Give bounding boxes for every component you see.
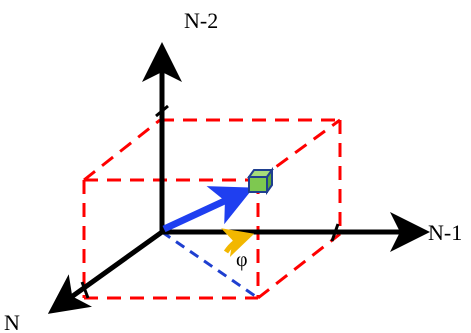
- position-vector: [162, 186, 254, 233]
- tick-vertical: [155, 104, 169, 118]
- projection-line: [161, 230, 259, 300]
- box-edge: [257, 232, 341, 300]
- box-edge: [83, 118, 161, 182]
- label-axis-horizontal: N-1: [428, 220, 462, 245]
- axis-ticks: [80, 104, 340, 299]
- tick-depth: [80, 281, 90, 299]
- tick-horizontal: [330, 223, 340, 242]
- box-edge: [257, 118, 341, 182]
- label-axis-vertical: N-2: [184, 8, 218, 33]
- label-axis-depth: N: [4, 310, 20, 333]
- angle-arc: [221, 228, 255, 257]
- cube-icon: [247, 166, 274, 196]
- axis-depth: [47, 229, 165, 314]
- axes: [47, 42, 430, 314]
- label-angle-phi: φ: [236, 249, 248, 271]
